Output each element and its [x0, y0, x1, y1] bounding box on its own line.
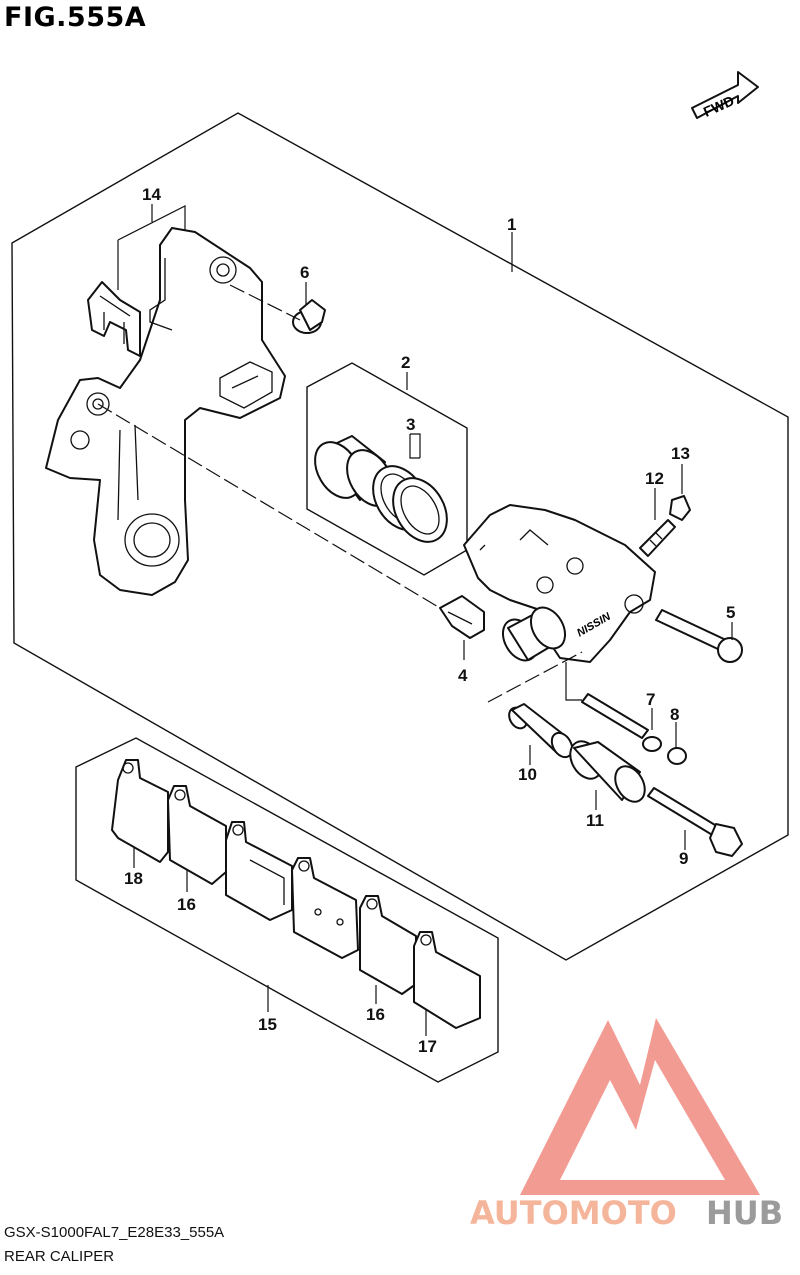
callout-labels: 1 2 3 4 5 6 7 8 9 10 11 12 13 14 15 16 1… — [124, 185, 735, 1056]
bleeder-cap-13 — [669, 495, 691, 521]
section-name: REAR CALIPER — [4, 1248, 115, 1265]
callout-13: 13 — [671, 444, 690, 463]
callout-4: 4 — [458, 666, 468, 685]
callout-3: 3 — [406, 415, 415, 434]
slide-pin-bolt-5 — [655, 609, 743, 663]
sleeve-10 — [508, 703, 574, 759]
assembly-boundary-1 — [11, 112, 789, 961]
callout-6: 6 — [300, 263, 309, 282]
brake-pad-inner — [225, 821, 293, 921]
watermark-logo-icon — [520, 1018, 760, 1195]
callout-2: 2 — [401, 353, 410, 372]
mounting-bolt-9 — [647, 787, 743, 857]
callout-1: 1 — [507, 215, 516, 234]
callout-11: 11 — [586, 811, 604, 830]
leader-lines — [97, 204, 733, 1036]
callout-18: 18 — [124, 869, 143, 888]
pad-pin-plug-8 — [667, 747, 687, 765]
brand-watermark: AUTOMOTO HUB — [470, 1018, 783, 1232]
callout-17: 17 — [418, 1037, 437, 1056]
bleeder-screw-12 — [639, 519, 676, 557]
caliper-bracket — [45, 227, 286, 596]
brake-pad-shim-17 — [413, 931, 481, 1029]
pad-pin-7 — [581, 693, 662, 752]
brake-pad-shim-16a — [167, 785, 227, 885]
callout-8: 8 — [670, 705, 679, 724]
callout-10: 10 — [518, 765, 537, 784]
caliper-piston-2 — [314, 435, 394, 507]
piston-seals-3 — [372, 465, 448, 543]
watermark-brand-part1: AUTOMOTO — [470, 1194, 677, 1232]
callout-7: 7 — [646, 690, 655, 709]
bleeder-cap-6 — [292, 299, 326, 334]
pad-spring-clip — [87, 281, 141, 357]
dust-boot-11 — [569, 740, 646, 803]
model-code: GSX-S1000FAL7_E28E33_555A — [4, 1224, 225, 1241]
pad-group-boundary-15 — [75, 737, 499, 1083]
forward-badge-label: FWD — [701, 92, 737, 120]
brake-pad-18 — [111, 759, 169, 863]
watermark-brand-part2: HUB — [706, 1194, 783, 1232]
callout-16b: 16 — [366, 1005, 385, 1024]
figure-title: FIG.555A — [4, 2, 147, 33]
callout-16a: 16 — [177, 895, 196, 914]
brake-pad-outer — [291, 857, 359, 959]
pad-retainer-4 — [439, 595, 485, 639]
forward-direction-arrow: FWD — [691, 71, 759, 120]
callout-9: 9 — [679, 849, 688, 868]
callout-12: 12 — [645, 469, 664, 488]
callout-14: 14 — [142, 185, 161, 204]
callout-15: 15 — [258, 1015, 277, 1034]
slide-pin-boot — [501, 606, 567, 662]
callout-5: 5 — [726, 603, 735, 622]
brake-pad-shim-16b — [359, 895, 417, 995]
caliper-body: NISSIN — [463, 504, 656, 663]
